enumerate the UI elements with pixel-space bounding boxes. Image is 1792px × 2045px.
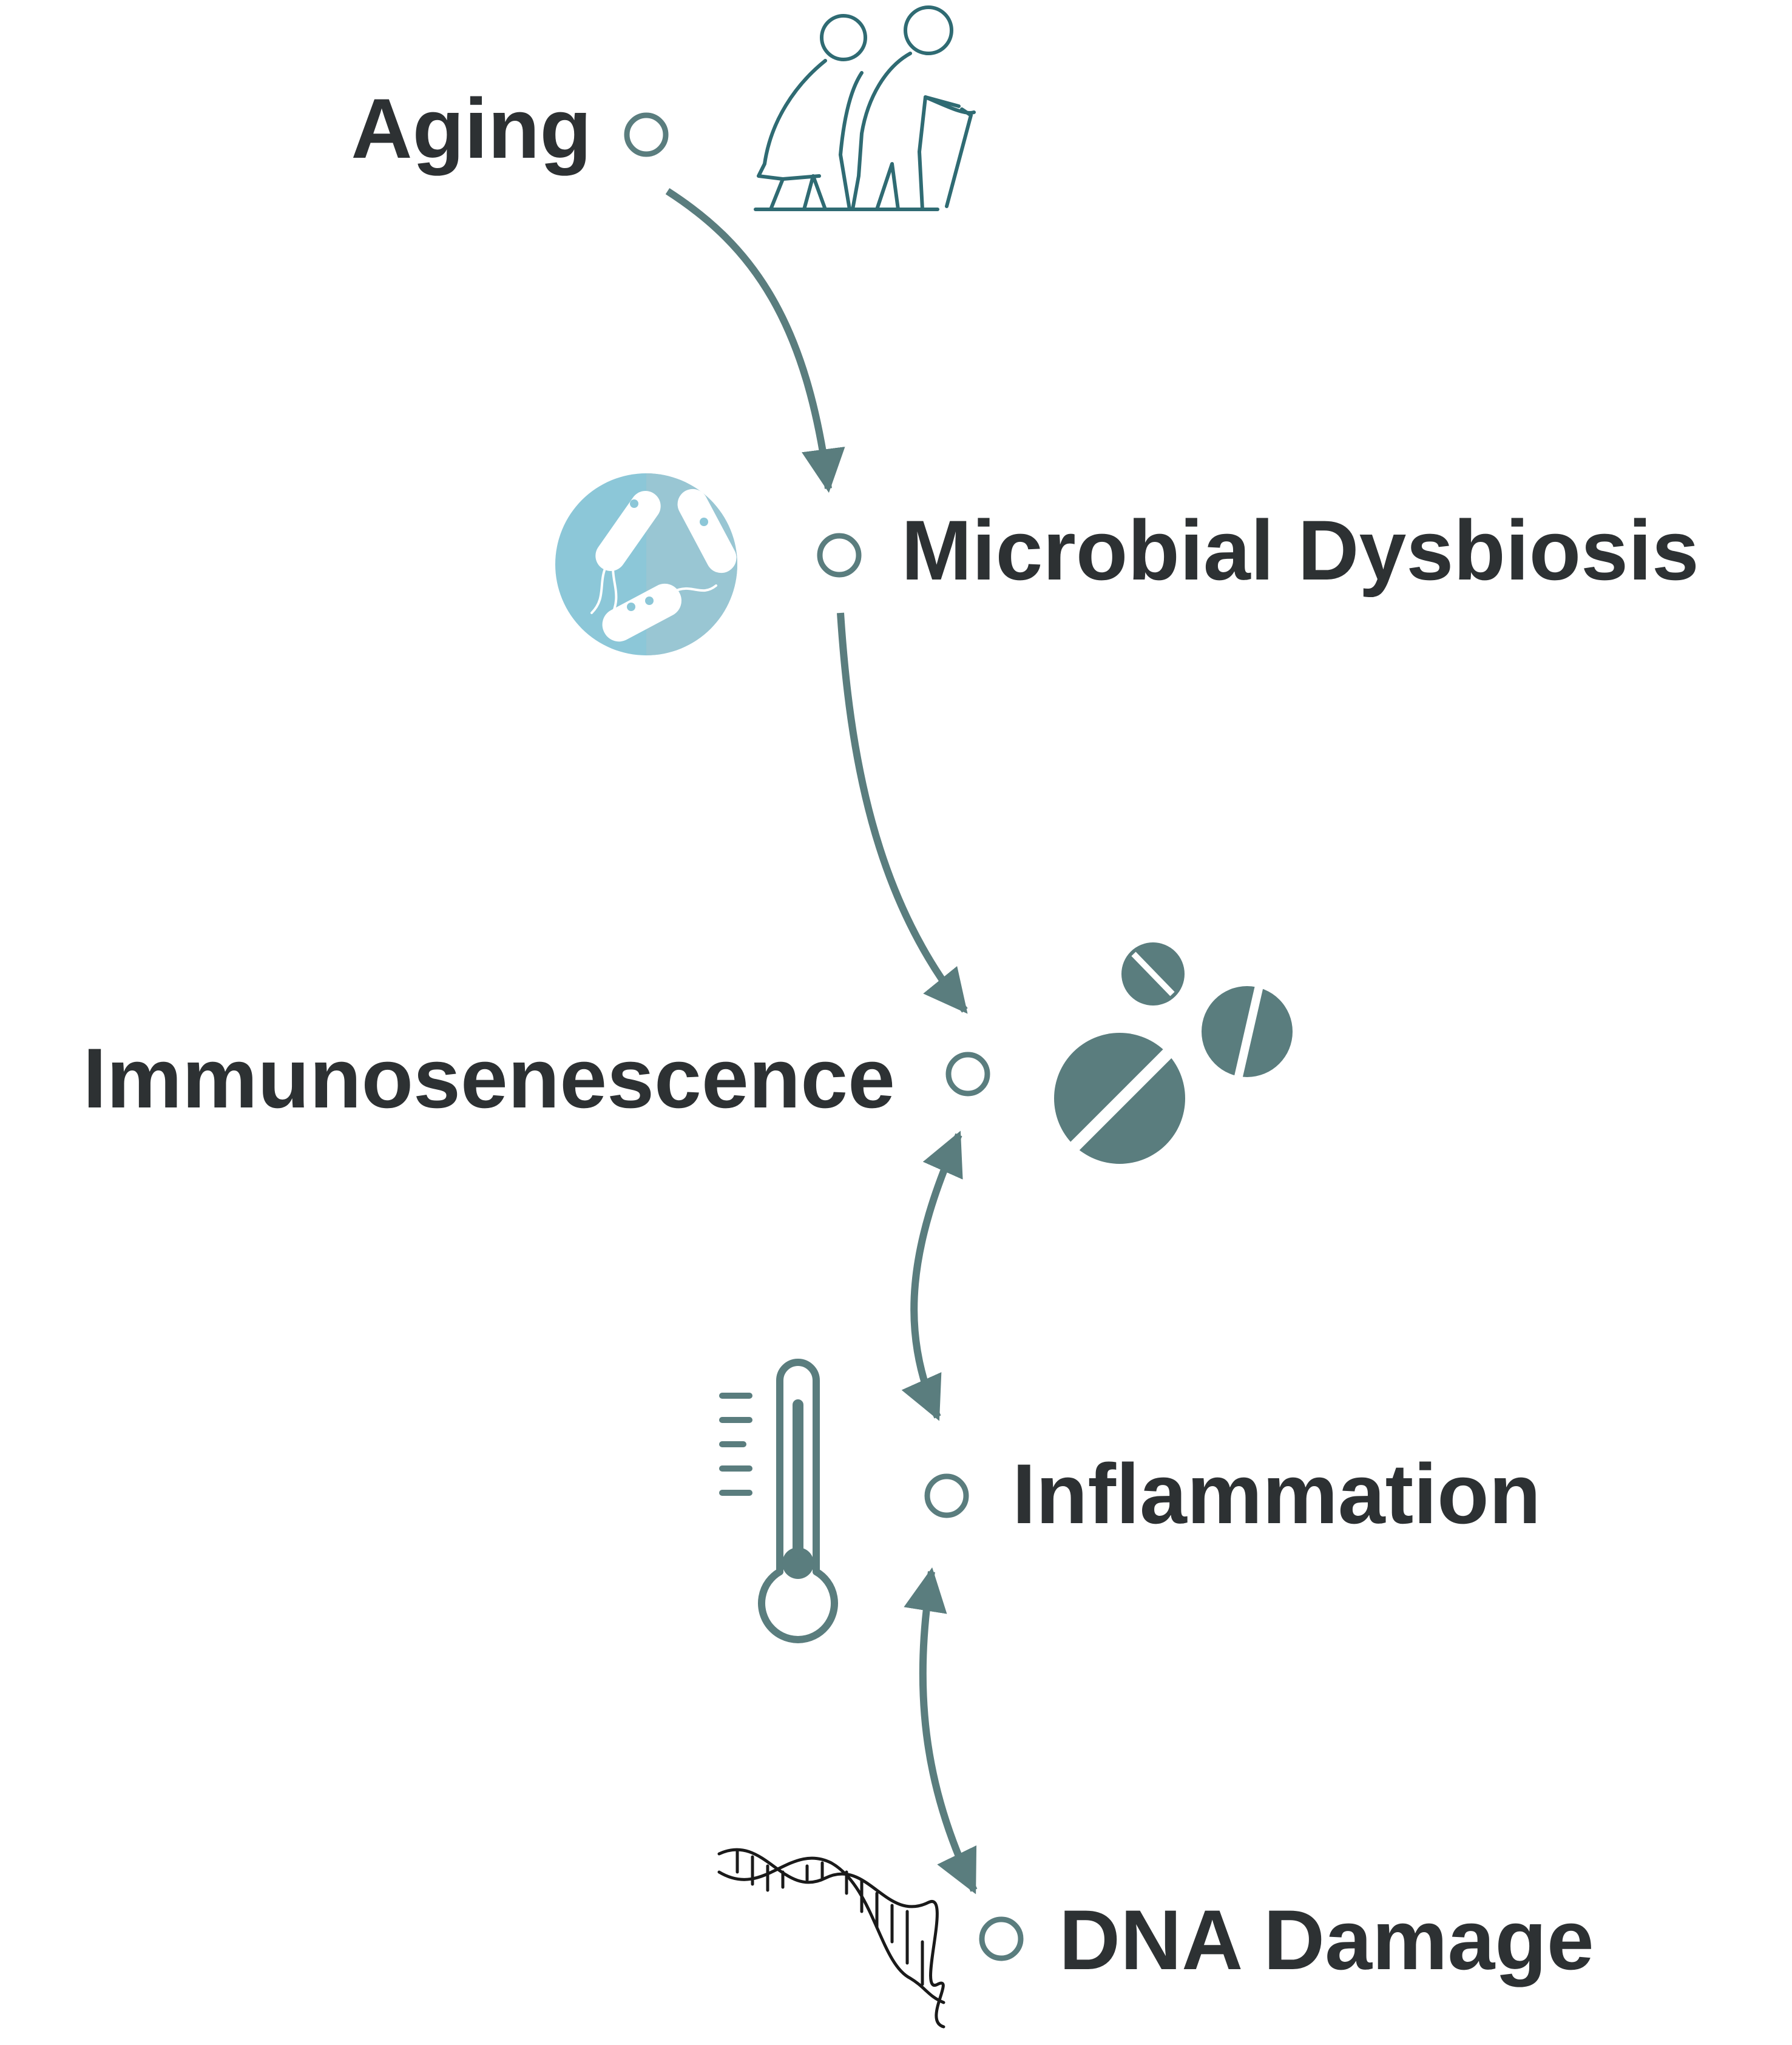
- edge-immunosenescence-inflammation: [901, 1131, 963, 1421]
- node-label-dysbiosis: Microbial Dysbiosis: [901, 502, 1699, 598]
- node-aging: Aging: [351, 5, 976, 211]
- node-immunosenescence: Immunosenescence: [83, 942, 1293, 1164]
- edge-inflammation-dna-damage: [904, 1567, 978, 1895]
- node-inflammation: Inflammation: [719, 1359, 1541, 1643]
- edges: [665, 188, 978, 1895]
- node-marker-immunosenescence: [945, 1052, 990, 1097]
- node-marker-aging: [624, 112, 669, 157]
- node-marker-inflammation: [924, 1473, 969, 1518]
- node-label-immunosenescence: Immunosenescence: [83, 1030, 895, 1126]
- pills-icon: [1054, 942, 1293, 1164]
- edge-dysbiosis-to-immunosenescence: [837, 612, 968, 1014]
- thermometer-icon: [719, 1359, 838, 1643]
- edge-aging-to-dysbiosis: [665, 188, 845, 493]
- node-microbial-dysbiosis: Microbial Dysbiosis: [555, 473, 1699, 655]
- dna-helix-icon: [717, 1848, 945, 2029]
- node-label-dna: DNA Damage: [1059, 1892, 1594, 1987]
- node-marker-dysbiosis: [817, 533, 862, 578]
- bacteria-icon: [555, 473, 737, 655]
- node-label-aging: Aging: [351, 81, 592, 176]
- node-label-inflammation: Inflammation: [1012, 1446, 1541, 1541]
- node-marker-dna: [979, 1916, 1024, 1961]
- node-dna-damage: DNA Damage: [717, 1848, 1594, 2029]
- elderly-couple-icon: [754, 5, 976, 211]
